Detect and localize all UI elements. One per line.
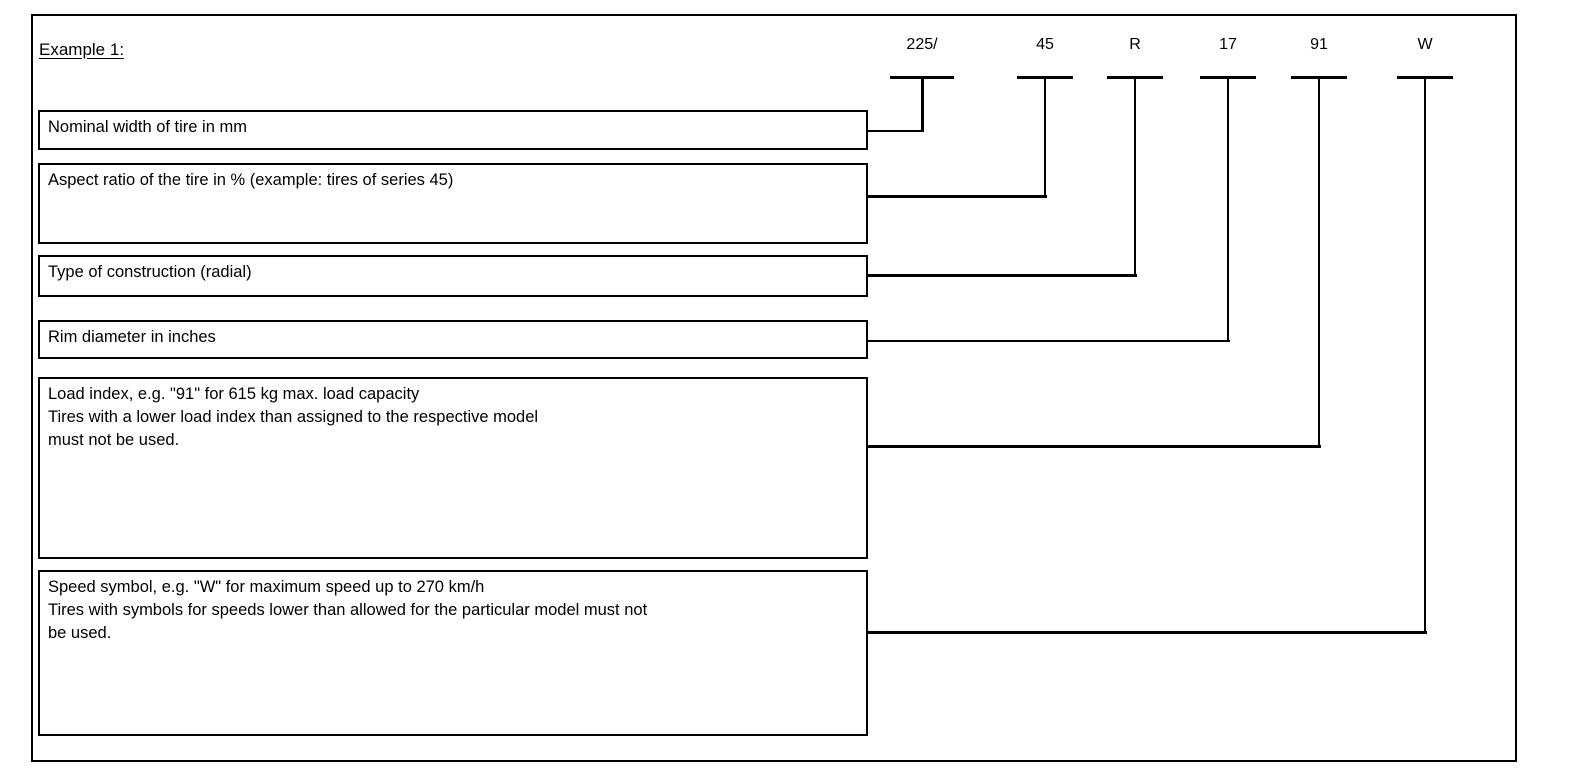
tire-code-segment-load-index: 91 xyxy=(1310,36,1328,53)
page-title: Example 1: xyxy=(39,40,125,59)
description-box-load-index: Load index, e.g. "91" for 615 kg max. lo… xyxy=(38,377,868,559)
connector-vertical-rim-diameter xyxy=(1227,76,1229,342)
tire-code-segment-aspect-ratio: 45 xyxy=(1036,36,1054,53)
description-text-speed-symbol: Speed symbol, e.g. "W" for maximum speed… xyxy=(48,578,648,642)
connector-lead-aspect-ratio xyxy=(868,195,1047,198)
connector-lead-rim-diameter xyxy=(868,340,1230,342)
description-text-construction: Type of construction (radial) xyxy=(48,263,252,281)
connector-lead-width xyxy=(868,130,924,132)
connector-lead-construction xyxy=(868,274,1137,277)
description-text-nominal-width: Nominal width of tire in mm xyxy=(48,118,247,136)
connector-lead-speed-symbol xyxy=(868,631,1427,634)
description-box-nominal-width: Nominal width of tire in mm xyxy=(38,110,868,150)
description-box-rim-diameter: Rim diameter in inches xyxy=(38,320,868,359)
connector-vertical-construction xyxy=(1134,76,1136,276)
connector-lead-load-index xyxy=(868,445,1321,448)
description-box-aspect-ratio: Aspect ratio of the tire in % (example: … xyxy=(38,163,868,244)
connector-vertical-width xyxy=(921,76,924,132)
description-box-construction: Type of construction (radial) xyxy=(38,255,868,297)
connector-vertical-aspect-ratio xyxy=(1044,76,1046,197)
connector-vertical-load-index xyxy=(1318,76,1320,447)
description-text-load-index: Load index, e.g. "91" for 615 kg max. lo… xyxy=(48,385,539,449)
description-text-rim-diameter: Rim diameter in inches xyxy=(48,328,216,346)
tire-code-segment-width: 225/ xyxy=(906,36,938,53)
tire-code-segment-rim-diameter: 17 xyxy=(1219,36,1237,53)
tire-code-segment-construction: R xyxy=(1129,36,1141,53)
description-box-speed-symbol: Speed symbol, e.g. "W" for maximum speed… xyxy=(38,570,868,736)
tire-code-segment-speed-symbol: W xyxy=(1417,36,1433,53)
connector-vertical-speed-symbol xyxy=(1424,76,1426,633)
description-text-aspect-ratio: Aspect ratio of the tire in % (example: … xyxy=(48,171,454,189)
outer-frame xyxy=(31,14,1517,762)
